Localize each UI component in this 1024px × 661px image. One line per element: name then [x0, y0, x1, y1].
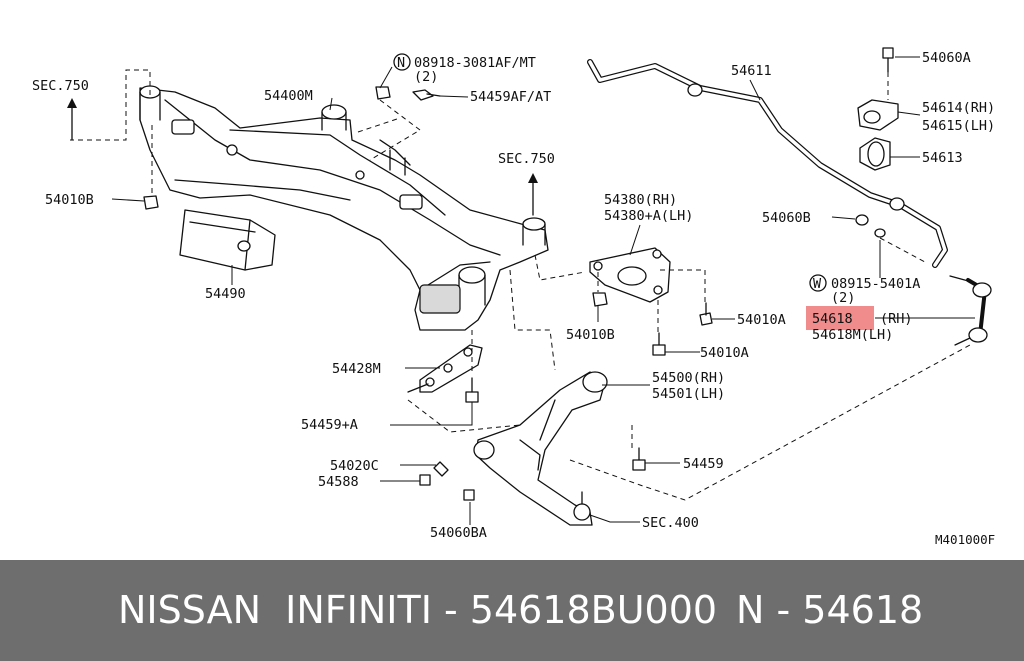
highlight-54618: [806, 306, 874, 330]
diagram-canvas: N W SEC.750 54400M 08918-3081AF/MT (2) 5…: [32, 47, 995, 547]
label-54459A: 54459+A: [301, 417, 358, 433]
label-54380: 54380(RH): [604, 192, 677, 208]
bolts: [143, 47, 894, 501]
n-mark: N: [397, 55, 405, 71]
insulator-54490: [179, 209, 276, 271]
parts-diagram: N W SEC.750 54400M 08918-3081AF/MT (2) 5…: [32, 47, 996, 547]
bracket-54380: [589, 247, 671, 303]
stabilizer-bar-54611: [587, 59, 948, 268]
label-54060BA: 54060BA: [430, 525, 487, 541]
banner-part-number: NISSAN INFINITI - 54618BU000: [118, 588, 718, 632]
label-54615: 54615(LH): [922, 118, 995, 134]
arrows: [67, 98, 538, 216]
label-54618-rh: (RH): [880, 311, 913, 327]
label-figure-code: M401000F: [935, 532, 995, 547]
label-54020C: 54020C: [330, 458, 379, 474]
label-54010B-top: 54010B: [45, 192, 94, 208]
stabilizer-link-54618: [949, 275, 992, 346]
label-08915-qty: (2): [831, 290, 855, 306]
subframe-54400M: [139, 85, 549, 331]
label-08918: 08918-3081AF/MT: [414, 55, 536, 71]
banner-reference-number: N - 54618: [736, 588, 924, 632]
label-54490: 54490: [205, 286, 246, 302]
label-54428M: 54428M: [332, 361, 381, 377]
label-08918-qty: (2): [414, 69, 438, 85]
lower-arm-54500: [473, 371, 608, 526]
label-08915: 08915-5401A: [831, 276, 920, 292]
callout-marks: N W: [393, 53, 827, 292]
label-54501: 54501(LH): [652, 386, 725, 402]
leader-lines: [111, 56, 975, 525]
label-54459AF: 54459AF/AT: [470, 89, 551, 105]
label-54611: 54611: [731, 63, 772, 79]
label-54459: 54459: [683, 456, 724, 472]
part-labels: SEC.750 54400M 08918-3081AF/MT (2) 54459…: [32, 50, 995, 547]
label-54618: 54618: [812, 311, 853, 327]
label-54380A: 54380+A(LH): [604, 208, 693, 224]
label-sec750-left: SEC.750: [32, 78, 89, 94]
label-54010A-1: 54010A: [737, 312, 786, 328]
label-54060A: 54060A: [922, 50, 971, 66]
label-54010A-2: 54010A: [700, 345, 749, 361]
label-sec400: SEC.400: [642, 515, 699, 531]
label-54588: 54588: [318, 474, 359, 490]
bracket-54428M: [407, 344, 483, 393]
label-54060B: 54060B: [762, 210, 811, 226]
alignment-lines: [70, 69, 971, 501]
clamp-and-bushing: [857, 99, 899, 171]
label-54010B-mid: 54010B: [566, 327, 615, 343]
label-54613: 54613: [922, 150, 963, 166]
w-mark: W: [813, 276, 822, 292]
label-54618M: 54618M(LH): [812, 327, 893, 343]
part-number-banner: NISSAN INFINITI - 54618BU000 N - 54618: [0, 560, 1024, 661]
label-54400M: 54400M: [264, 88, 313, 104]
label-sec750-mid: SEC.750: [498, 151, 555, 167]
label-54500: 54500(RH): [652, 370, 725, 386]
label-54614: 54614(RH): [922, 100, 995, 116]
